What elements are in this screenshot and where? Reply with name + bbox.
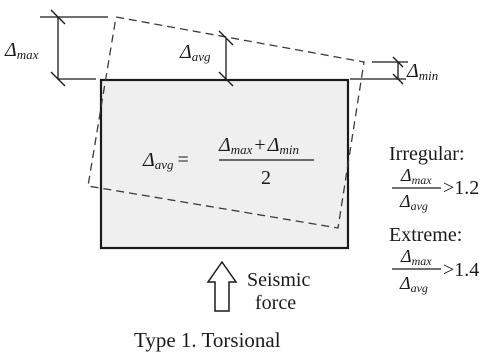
extreme-ratio: Δmax Δavg >1.4	[392, 246, 479, 295]
irregular-ratio: Δmax Δavg >1.2	[392, 165, 479, 213]
delta-avg-label: Δavg	[179, 41, 211, 64]
svg-text:2: 2	[261, 167, 271, 189]
svg-text:Δavg: Δavg	[399, 273, 428, 295]
extreme-label: Extreme:	[389, 224, 462, 246]
svg-text:Δmax+Δmin: Δmax+Δmin	[218, 134, 299, 157]
delta-max-label: Δmax	[4, 39, 39, 62]
svg-text:>1.4: >1.4	[443, 259, 479, 281]
seismic-force-label-line2: force	[255, 292, 296, 314]
irregular-label: Irregular:	[389, 143, 465, 165]
svg-text:Δavg: Δavg	[399, 191, 428, 213]
svg-text:>1.2: >1.2	[443, 177, 479, 199]
average-displacement-formula: Δavg= Δmax+Δmin 2	[142, 134, 314, 189]
floor-plan-rectangle	[99, 78, 350, 250]
svg-text:Δmax: Δmax	[400, 165, 432, 187]
svg-text:Δavg=: Δavg=	[142, 149, 189, 172]
delta-min-dimension	[350, 56, 408, 85]
delta-avg-dimension	[218, 30, 234, 87]
delta-max-dimension	[40, 9, 108, 87]
displaced-floor-outline	[87, 16, 365, 229]
delta-min-label: Δmin	[406, 60, 438, 83]
seismic-force-arrow-icon	[206, 260, 238, 312]
diagram-caption: Type 1. Torsional	[134, 328, 281, 352]
svg-text:Δmax: Δmax	[400, 246, 432, 268]
seismic-force-label-line1: Seismic	[247, 269, 310, 291]
